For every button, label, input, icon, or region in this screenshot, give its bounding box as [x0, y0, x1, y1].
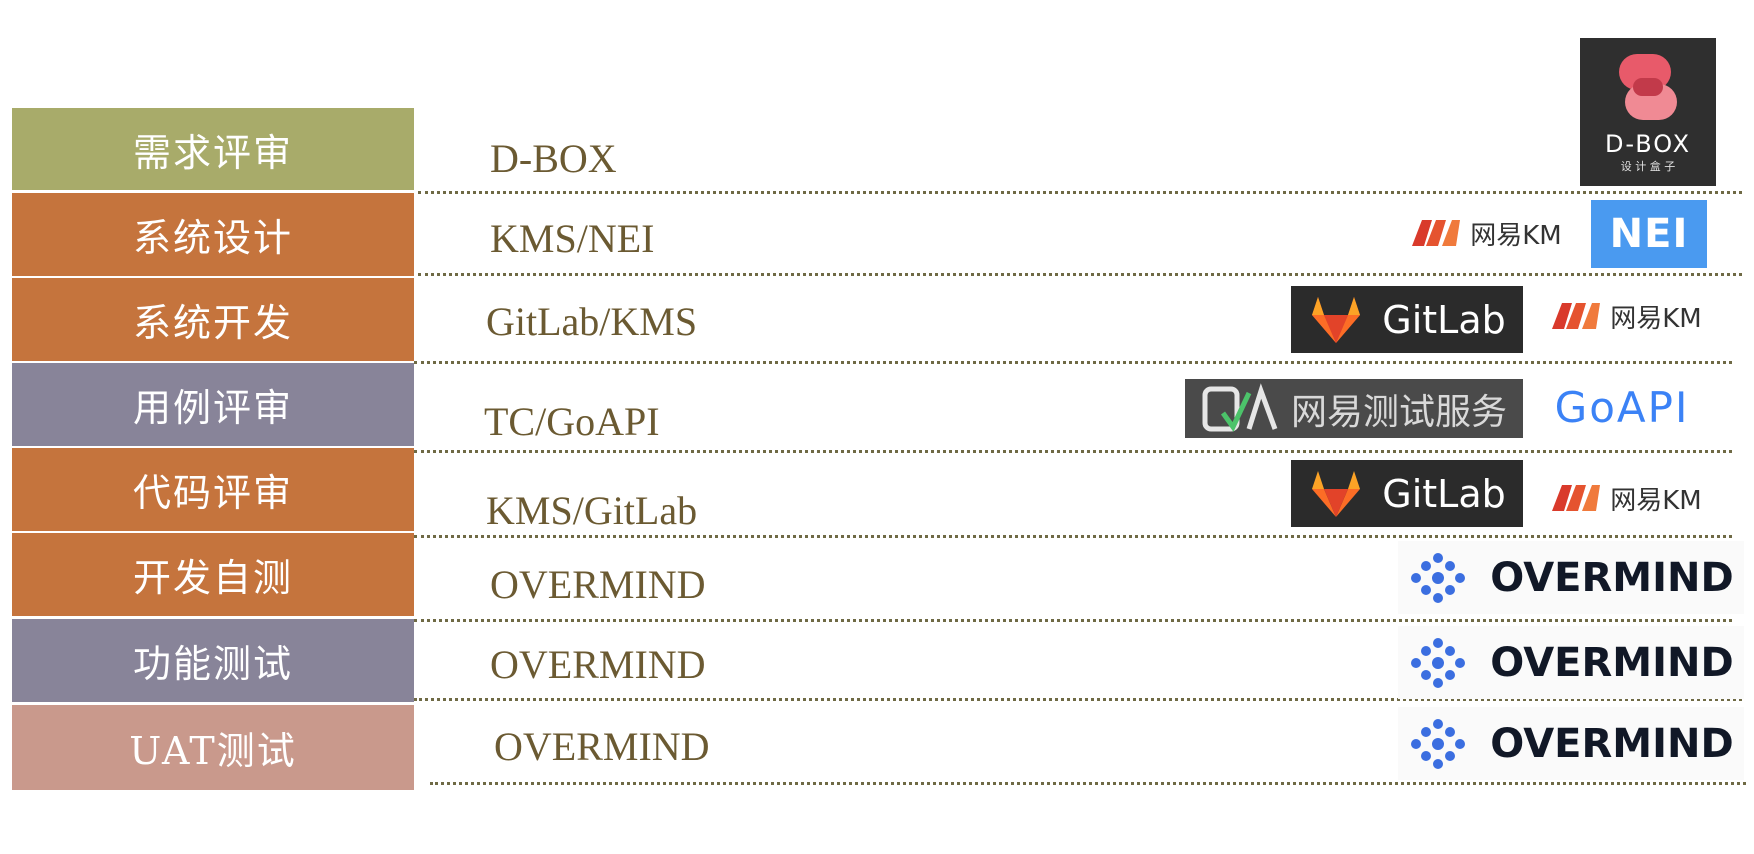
overmind-logo-text: OVERMIND	[1490, 720, 1734, 767]
stage-label: 开发自测	[132, 556, 293, 600]
netease-km-logo: 网易KM	[1402, 210, 1572, 256]
overmind-logo: OVERMIND	[1398, 626, 1744, 699]
nei-logo-text: NEI	[1609, 211, 1689, 257]
netease-km-logo: 网易KM	[1542, 293, 1712, 339]
km-mark-icon	[1412, 220, 1461, 246]
overmind-mark-icon	[1411, 637, 1466, 688]
stage-system-design: 系统设计	[12, 193, 414, 276]
km-mark-icon	[1552, 303, 1601, 329]
row-divider	[430, 782, 1746, 785]
stage-developer-self-test: 开发自测	[12, 533, 414, 616]
tool-label: OVERMIND	[490, 562, 706, 607]
tool-label: TC/GoAPI	[484, 399, 660, 444]
stage-requirements-review: 需求评审	[12, 108, 414, 190]
netease-test-service-logo: 网易测试服务	[1185, 379, 1523, 438]
overmind-logo: OVERMIND	[1398, 707, 1744, 780]
stage-uat-test: UAT测试	[12, 705, 414, 790]
overmind-mark-icon	[1411, 552, 1466, 603]
row-divider	[414, 535, 1732, 538]
goapi-logo: GoAPI	[1542, 380, 1702, 434]
overmind-mark-icon	[1411, 718, 1466, 769]
stage-functional-test: 功能测试	[12, 619, 414, 702]
gitlab-fox-icon	[1312, 470, 1361, 517]
overmind-logo: OVERMIND	[1398, 541, 1744, 614]
row-divider	[414, 698, 1742, 701]
qa-logo-text: 网易测试服务	[1290, 391, 1507, 433]
gitlab-logo: GitLab	[1291, 286, 1523, 353]
row-divider	[418, 191, 1742, 194]
stage-test-case-review: 用例评审	[12, 363, 414, 446]
qa-mark-icon	[1202, 382, 1278, 432]
stage-label: UAT测试	[129, 729, 297, 773]
tool-label: KMS/GitLab	[486, 488, 698, 533]
tool-label: GitLab/KMS	[486, 299, 698, 344]
stage-label: 功能测试	[132, 642, 293, 686]
gitlab-logo-text: GitLab	[1382, 297, 1506, 342]
stage-label: 需求评审	[132, 130, 293, 175]
km-logo-text: 网易KM	[1470, 220, 1562, 251]
overmind-logo-text: OVERMIND	[1490, 639, 1734, 686]
dbox-mark-icon	[1619, 54, 1677, 120]
stage-system-development: 系统开发	[12, 278, 414, 361]
tool-label: OVERMIND	[494, 724, 710, 769]
tool-label: KMS/NEI	[490, 216, 655, 261]
row-divider	[414, 361, 1732, 364]
tool-label: D-BOX	[490, 136, 617, 181]
dbox-name: D-BOX	[1604, 130, 1692, 158]
dbox-subtitle: 设 计 盒 子	[1620, 160, 1676, 173]
netease-km-logo: 网易KM	[1542, 475, 1712, 521]
stage-label: 系统设计	[132, 216, 293, 260]
gitlab-logo-text: GitLab	[1382, 471, 1506, 516]
stage-label: 系统开发	[132, 301, 293, 345]
km-logo-text: 网易KM	[1610, 485, 1702, 516]
gitlab-fox-icon	[1312, 296, 1361, 343]
stage-label: 代码评审	[132, 471, 293, 515]
row-divider	[414, 450, 1732, 453]
row-divider	[418, 273, 1742, 276]
km-mark-icon	[1552, 485, 1601, 511]
gitlab-logo: GitLab	[1291, 460, 1523, 527]
tool-label: OVERMIND	[490, 642, 706, 687]
stage-code-review: 代码评审	[12, 448, 414, 531]
overmind-logo-text: OVERMIND	[1490, 554, 1734, 601]
row-divider	[414, 619, 1732, 622]
stage-label: 用例评审	[132, 386, 293, 430]
goapi-logo-text: GoAPI	[1554, 382, 1690, 432]
nei-logo: NEI	[1591, 200, 1707, 268]
km-logo-text: 网易KM	[1610, 303, 1702, 334]
dbox-logo: D-BOX 设 计 盒 子	[1580, 38, 1716, 186]
